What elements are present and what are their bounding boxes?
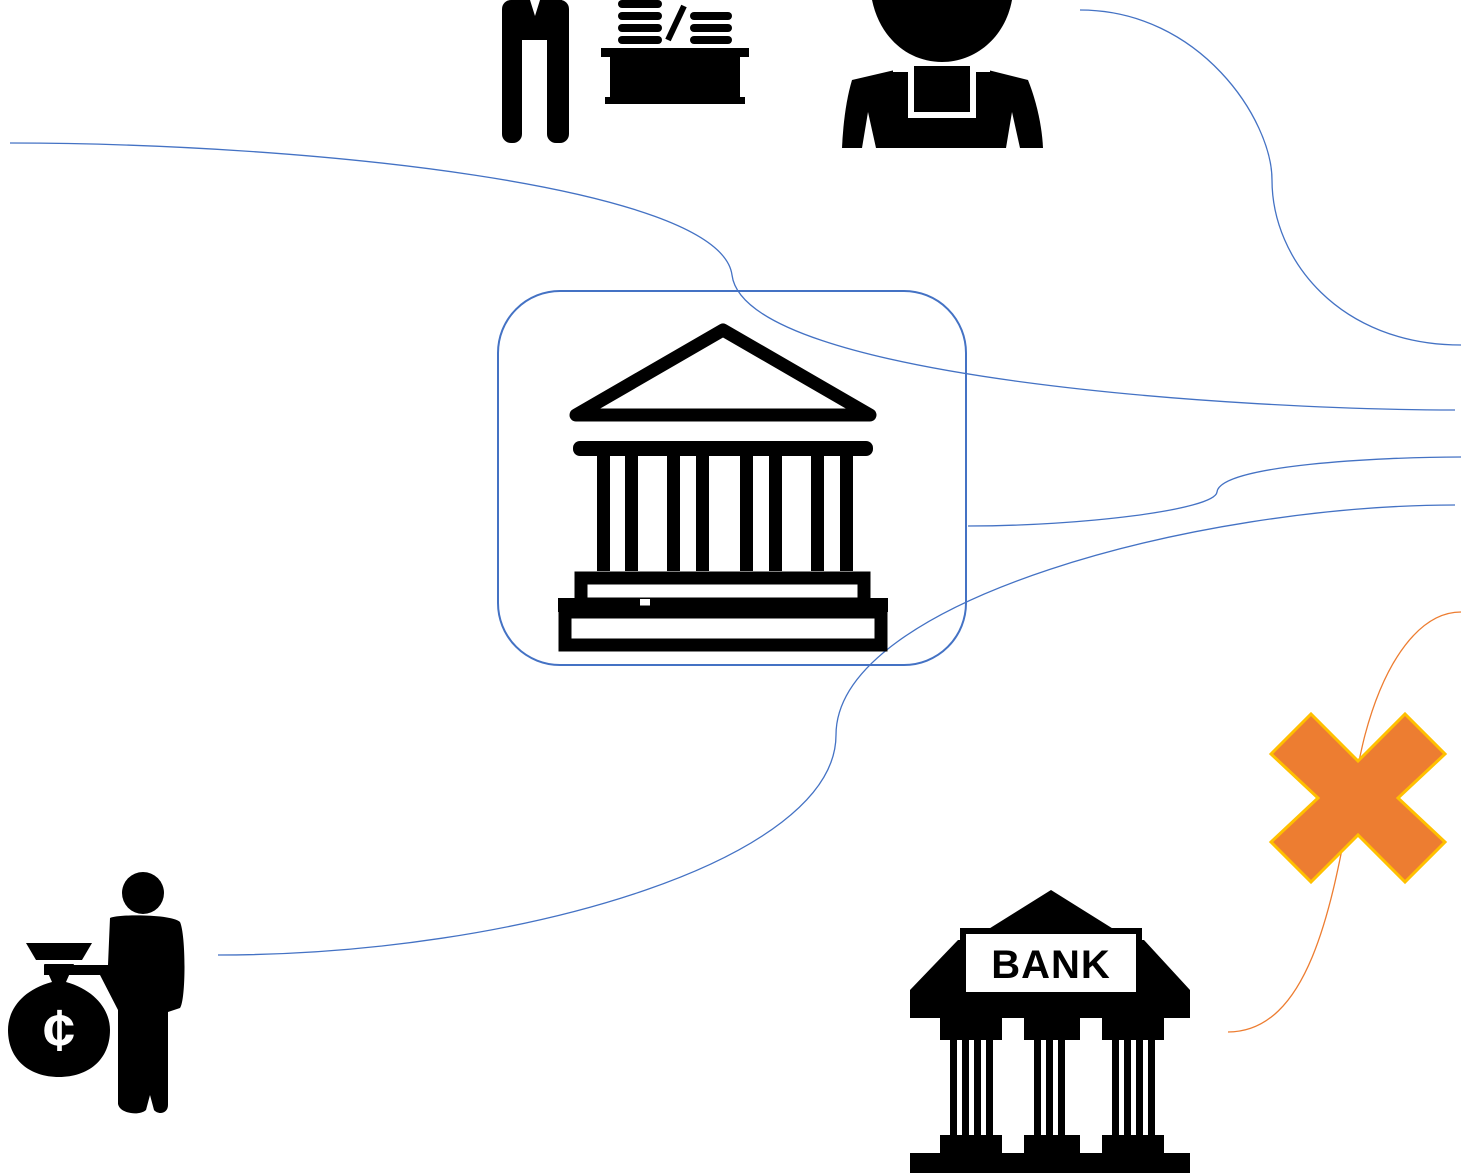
- person-with-money-bag-icon: ¢: [8, 872, 185, 1114]
- svg-text:¢: ¢: [43, 998, 75, 1063]
- connector-businessman: [9, 142, 1456, 411]
- investor-node[interactable]: ¢: [8, 872, 185, 1114]
- commercial-bank-node[interactable]: BANK: [910, 890, 1190, 1173]
- bank-building-icon: BANK: [910, 890, 1190, 1173]
- orange-cross-icon: [1268, 711, 1448, 885]
- classical-bank-building-icon: [558, 323, 888, 652]
- worker-icon: [842, 0, 1043, 148]
- blocked-marker: [1268, 711, 1448, 885]
- highlight-frame: [497, 290, 967, 666]
- central-bank-node[interactable]: [497, 290, 967, 666]
- businessman-node[interactable]: [502, 0, 749, 143]
- connector-worker: [1079, 9, 1461, 346]
- businessman-at-desk-icon: [502, 0, 749, 143]
- bank-label: BANK: [991, 943, 1111, 987]
- connector-central-bank: [967, 456, 1461, 527]
- worker-node[interactable]: [842, 0, 1043, 148]
- connector-investor: [217, 504, 1456, 956]
